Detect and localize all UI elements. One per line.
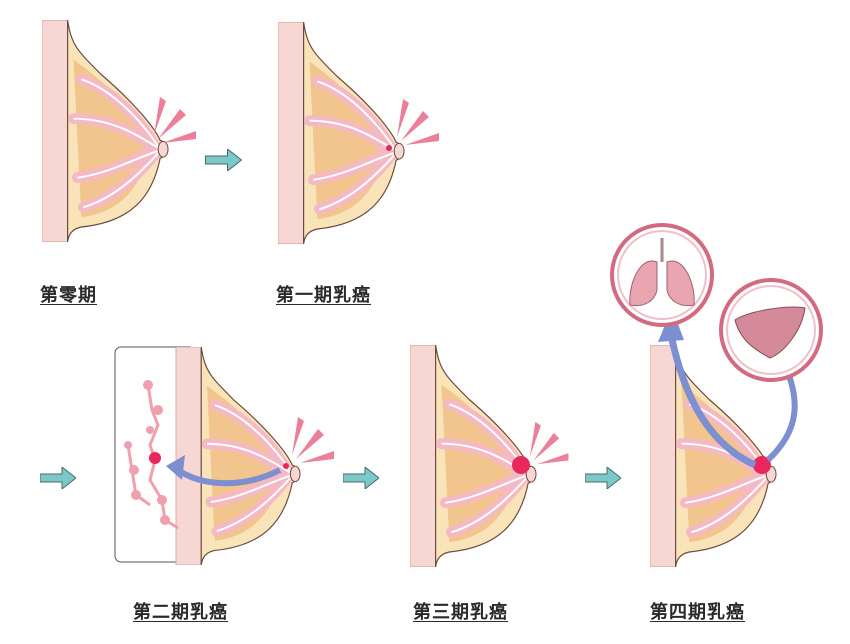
- stage-0-illustration: [42, 20, 196, 242]
- stage-2-label: 第二期乳癌: [133, 602, 228, 623]
- stage-1-illustration: [278, 22, 439, 244]
- lungs-icon: [610, 223, 714, 327]
- arrow-right-icon: [343, 467, 379, 489]
- liver-icon: [719, 278, 823, 382]
- stage-4-illustration: [610, 223, 823, 567]
- stage-3-label: 第三期乳癌: [413, 602, 508, 623]
- arrow-right-icon: [205, 149, 242, 171]
- stage-0-label: 第零期: [40, 285, 97, 306]
- stage-3-illustration: [410, 345, 569, 567]
- stage-2-illustration: [114, 346, 334, 565]
- stage-4-label: 第四期乳癌: [650, 602, 745, 623]
- arrow-right-icon: [40, 467, 76, 489]
- arrow-right-icon: [585, 467, 621, 489]
- stage-1-label: 第一期乳癌: [276, 285, 371, 306]
